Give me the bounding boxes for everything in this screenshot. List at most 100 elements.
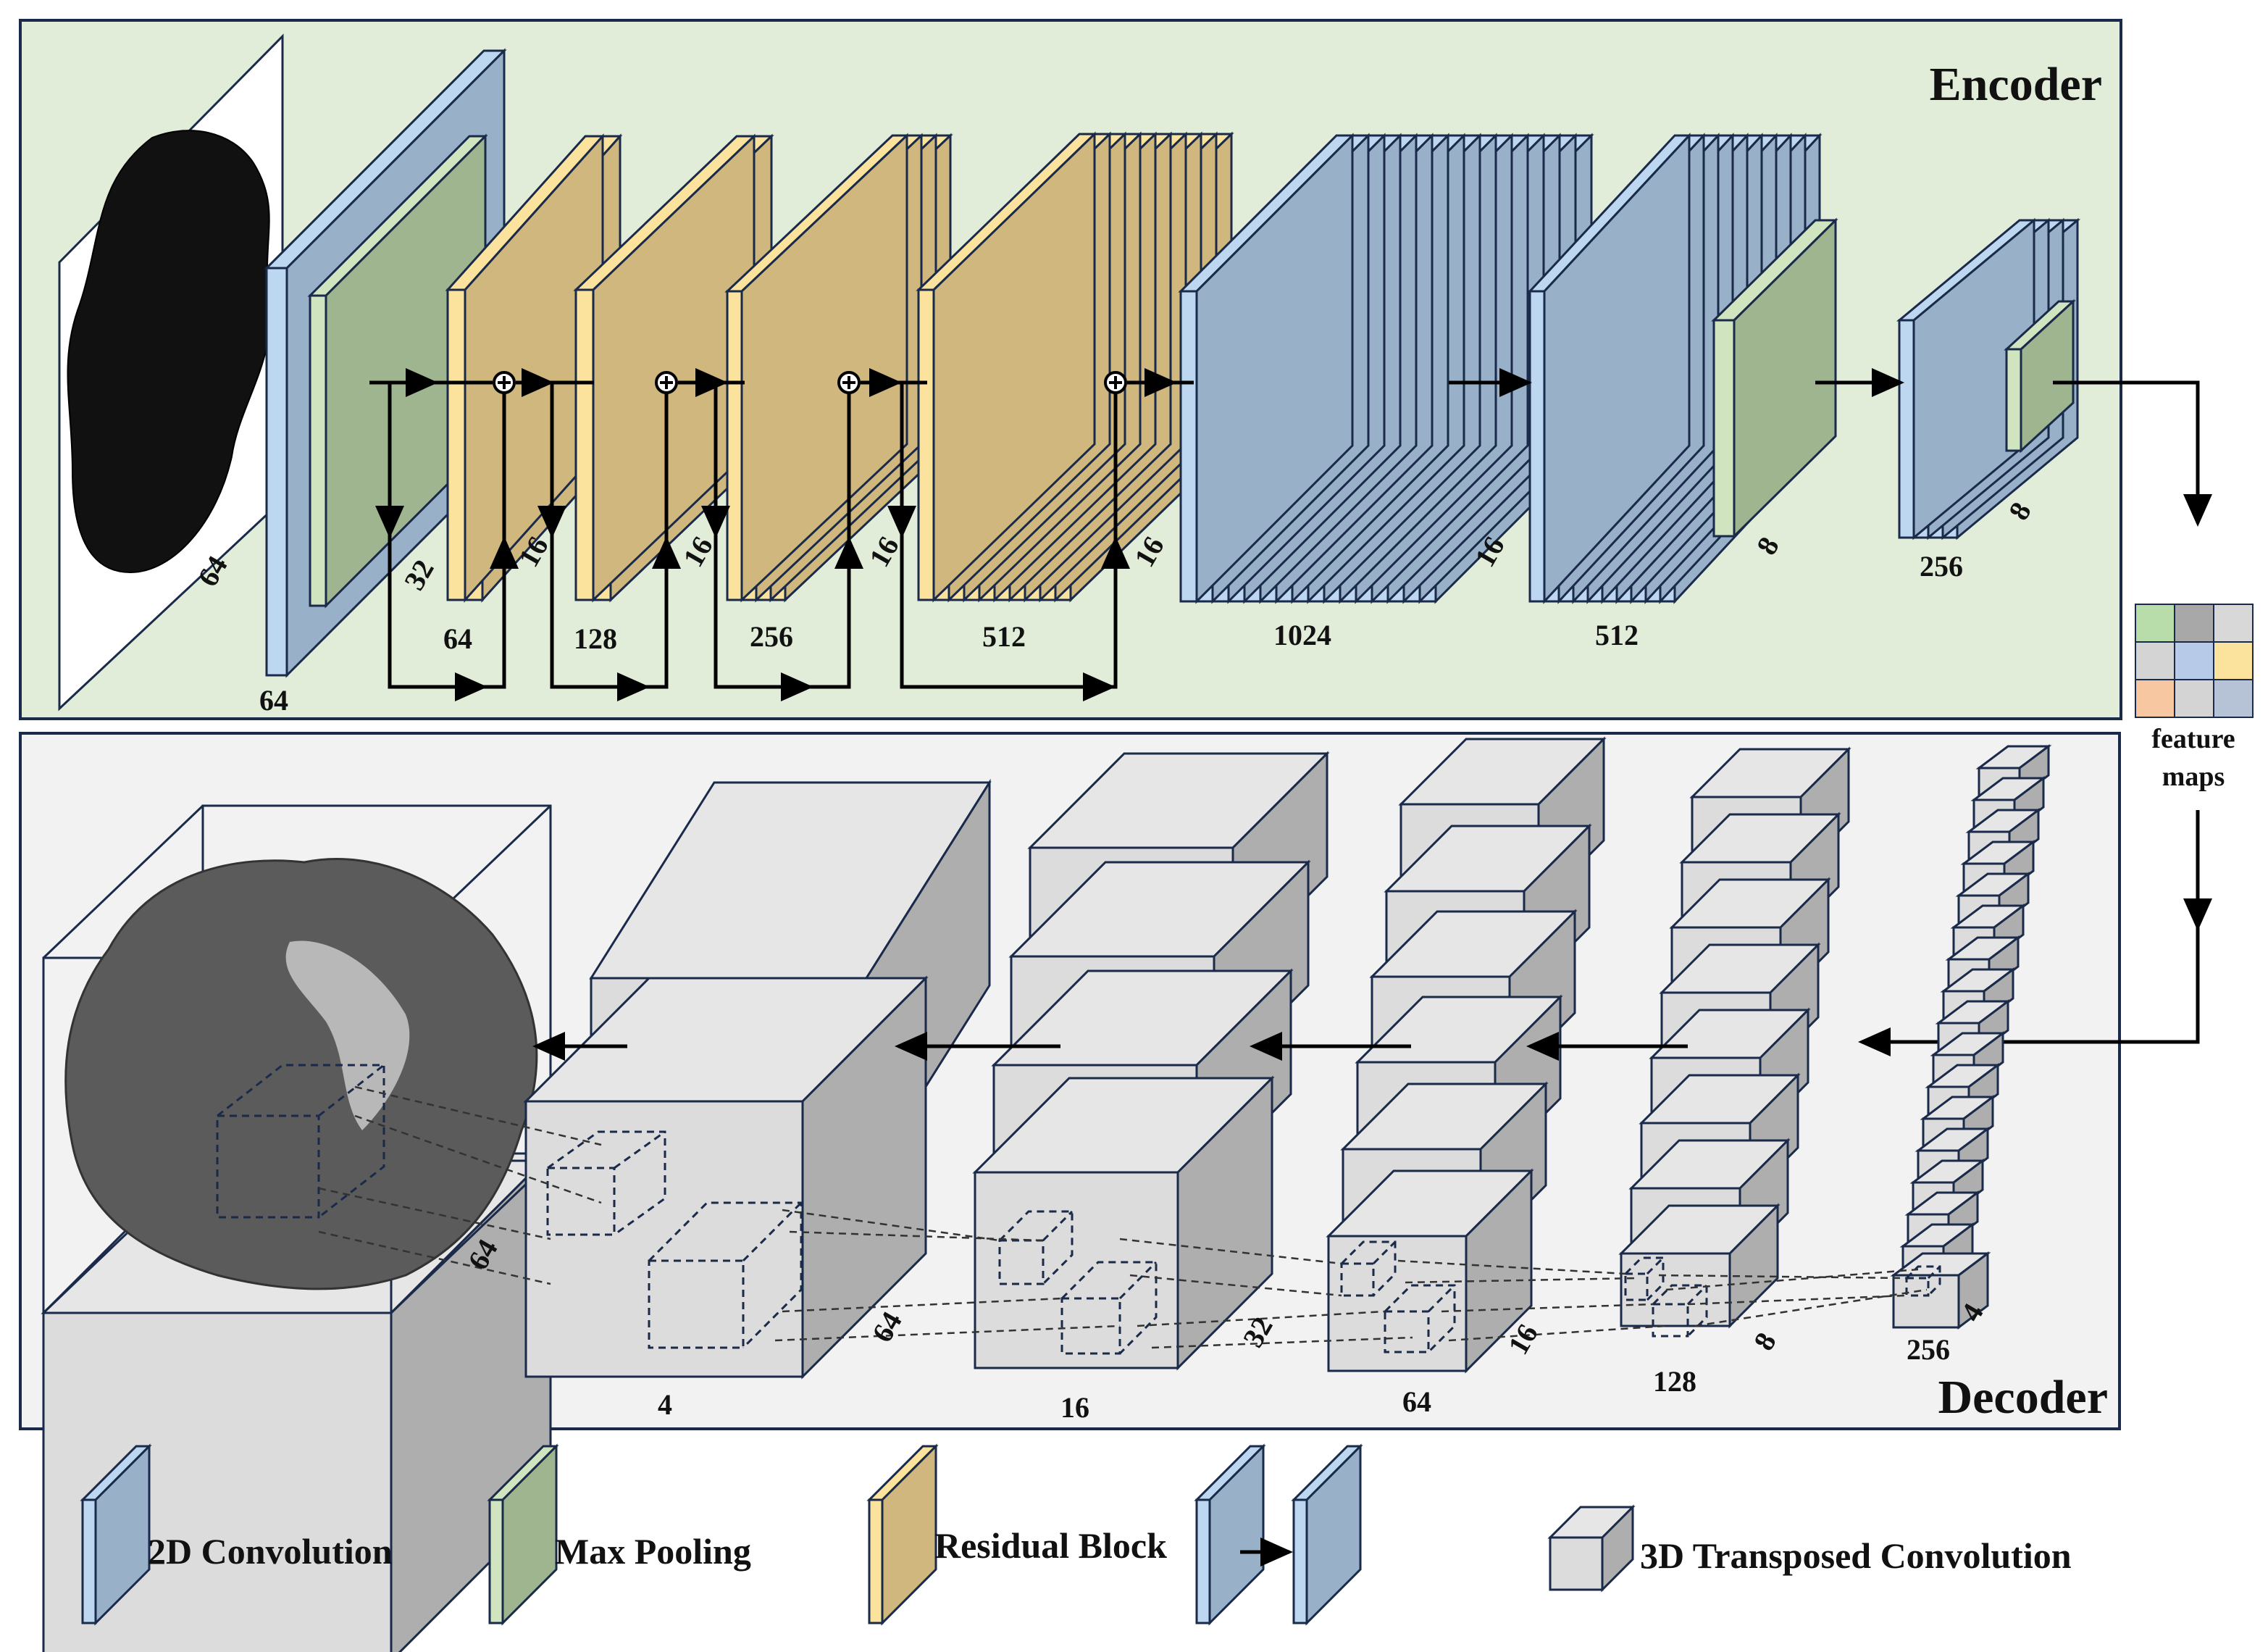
- cube-front: [1327, 1235, 1468, 1372]
- dec-stage3-cube-6: [1326, 1168, 1534, 1374]
- legend-skip-icon-a: [1194, 1443, 1266, 1626]
- dashed-front: [998, 1239, 1045, 1285]
- conv2d-stack-512-plate: [1527, 133, 1692, 604]
- dashed-front: [1652, 1303, 1689, 1338]
- dashed-back: [1624, 1256, 1665, 1301]
- dec-stage2-dashed-2: [1060, 1261, 1158, 1355]
- dashed-front: [216, 1114, 320, 1219]
- conv2d-stack-1024: [1178, 133, 1594, 604]
- output-volume: [42, 804, 552, 1314]
- dec-stage1-front: [523, 975, 929, 1380]
- dashed-back: [998, 1210, 1074, 1285]
- dec-stage1-dashed-small: [546, 1130, 666, 1236]
- projection-line-14: [1405, 1277, 1638, 1284]
- dashed-edge: [1427, 1284, 1456, 1313]
- object-subvolume: [216, 1064, 385, 1219]
- projection-line-18: [1665, 1268, 1919, 1291]
- dashed-edge: [1042, 1210, 1074, 1242]
- slab-front: [265, 267, 288, 677]
- slab-front: [81, 1498, 97, 1624]
- dec-stage3-dashed-2: [1384, 1284, 1456, 1353]
- dashed-edge: [318, 1064, 385, 1117]
- projection-line-7: [782, 1297, 1063, 1313]
- slab-front: [1528, 290, 1546, 603]
- slab-front: [2005, 348, 2022, 452]
- projection-line-6: [789, 1230, 1044, 1242]
- dashed-edge: [742, 1201, 803, 1262]
- decoder-title: Decoder: [1938, 1371, 2108, 1424]
- legend-residual-label: Residual Block: [934, 1525, 1167, 1566]
- conv2d-stack-256-plate: [1896, 217, 2038, 541]
- slab-front: [488, 1498, 504, 1624]
- slab-front: [726, 290, 743, 601]
- projection-line-4: [318, 1230, 551, 1285]
- projection-line-11: [1137, 1310, 1386, 1327]
- dec-stage1-dashed-large: [648, 1201, 803, 1349]
- dashed-back: [217, 1064, 385, 1219]
- legend-cube-icon: [1547, 1504, 1636, 1593]
- projection-line-20: [1694, 1288, 1928, 1327]
- cube-front: [974, 1171, 1179, 1369]
- feature-maps-label-1: feature: [2151, 724, 2235, 754]
- encoder-title: Encoder: [1930, 58, 2102, 111]
- dec-stage3-dashed-1: [1340, 1240, 1397, 1297]
- slab-front: [868, 1498, 884, 1624]
- projection-line-10: [1129, 1274, 1342, 1297]
- dashed-edge: [1686, 1284, 1708, 1306]
- enc-channels-2: 64: [443, 622, 472, 655]
- reconstructed-object: [64, 858, 538, 1290]
- residual-block-512: [916, 131, 1234, 603]
- residual-block-256-plate: [724, 133, 910, 603]
- conv2d-stack-1024-plate: [1178, 133, 1355, 604]
- dec-stage2-dashed-1: [998, 1210, 1074, 1285]
- legend-layer: [80, 1443, 1636, 1626]
- slab-side: [1305, 1443, 1362, 1626]
- dashed-edge: [1646, 1256, 1665, 1275]
- slab-front: [446, 288, 466, 601]
- projection-line-1: [354, 1085, 602, 1146]
- volume-edge-1: [42, 804, 204, 959]
- legend-conv2d-label: 2D Convolution: [148, 1531, 393, 1572]
- dec-channels-4: 128: [1653, 1365, 1696, 1398]
- dec-stage5-bottom: [1890, 1251, 1991, 1330]
- enc-channels-6: 1024: [1273, 619, 1331, 651]
- slab-front: [574, 288, 595, 601]
- dec-stage4-cube-8: [1618, 1203, 1780, 1329]
- dec-channels-3: 64: [1402, 1385, 1431, 1418]
- feature-map-cell: [2213, 679, 2254, 718]
- dec-channels-1: 4: [658, 1388, 672, 1421]
- add-node-3: [837, 371, 861, 394]
- dashed-edge: [614, 1130, 666, 1169]
- feature-map-cell: [2135, 604, 2175, 643]
- dec-stage4-dashed-2: [1652, 1284, 1708, 1338]
- dec-channels-2: 16: [1060, 1391, 1089, 1424]
- dashed-front: [1905, 1277, 1930, 1297]
- encoder-layer: [58, 33, 2254, 718]
- enc-channels-4: 256: [750, 620, 793, 653]
- volume-edge-4: [390, 1159, 552, 1314]
- dashed-front: [546, 1167, 616, 1236]
- slab-front: [1898, 319, 1915, 539]
- projection-line-3: [318, 1187, 551, 1240]
- residual-block-256: [724, 133, 953, 603]
- dashed-front: [1340, 1262, 1375, 1297]
- slab-side: [1208, 1443, 1265, 1626]
- dashed-edge: [1372, 1240, 1397, 1265]
- slab-front: [1195, 1498, 1211, 1624]
- feature-maps-label-2: maps: [2162, 762, 2225, 792]
- dashed-front: [1384, 1310, 1430, 1353]
- cube-front: [524, 1100, 804, 1378]
- dashed-front: [648, 1259, 745, 1349]
- add-node-4: [1104, 371, 1127, 394]
- projection-line-12: [1151, 1336, 1413, 1349]
- enc-channels-8: 256: [1920, 550, 1963, 583]
- legend-conv2d-icon: [80, 1443, 152, 1626]
- cube-front: [1549, 1536, 1604, 1591]
- legend-residual-icon: [866, 1443, 939, 1626]
- feature-maps-grid: [2135, 604, 2254, 718]
- dec-channels-5: 256: [1907, 1333, 1950, 1366]
- dec-stage4-dashed-1: [1624, 1256, 1665, 1301]
- slab-front: [1179, 290, 1198, 603]
- projection-line-9: [1119, 1238, 1342, 1265]
- feature-map-cell: [2213, 604, 2254, 643]
